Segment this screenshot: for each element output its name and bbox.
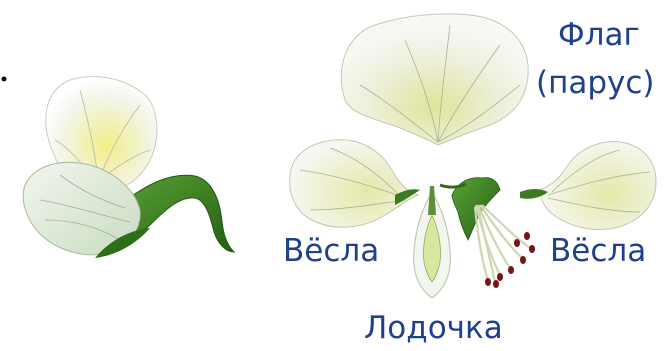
label-vesla-left: Вёсла — [283, 236, 379, 267]
label-vesla-right: Вёсла — [550, 236, 646, 267]
label-parus: (парус) — [536, 68, 655, 99]
flag-petal — [341, 14, 528, 145]
keel-stem — [428, 186, 436, 215]
label-lodochka: Лодочка — [364, 313, 503, 344]
wing-right — [520, 142, 656, 230]
dot-mark — [2, 77, 7, 82]
whole-flower — [23, 76, 234, 258]
label-flag: Флаг — [558, 20, 640, 51]
keel-petal — [414, 186, 451, 298]
wing-left — [290, 140, 420, 227]
